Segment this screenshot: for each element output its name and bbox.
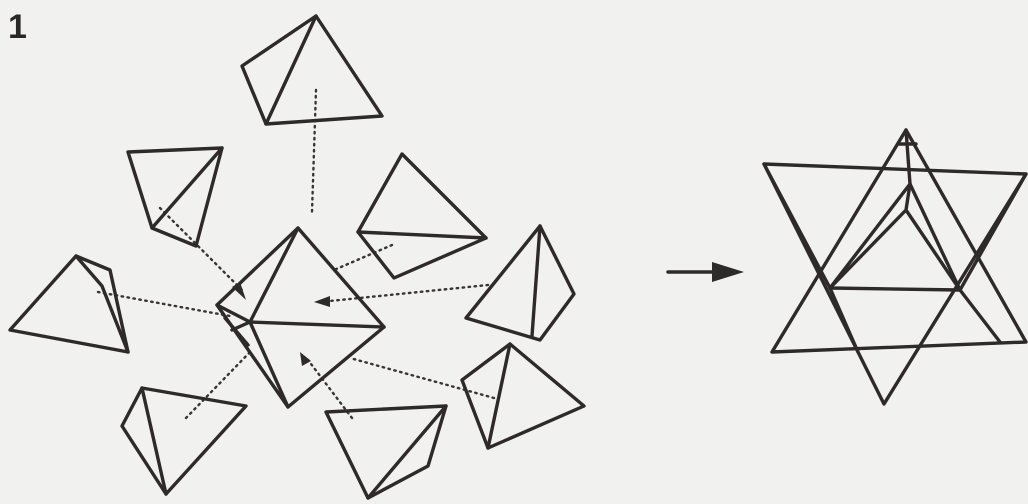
guide-lines xyxy=(98,90,494,418)
face-arrowhead-right xyxy=(314,296,330,307)
tetrahedron-upper-right xyxy=(358,154,486,278)
guide-line-bottom xyxy=(308,360,352,418)
tetrahedron-left xyxy=(10,256,128,352)
right-arrow-icon xyxy=(668,262,744,282)
tetrahedron-top xyxy=(242,16,382,124)
tetrahedron-lower-left xyxy=(122,388,246,494)
tetrahedron-upper-left xyxy=(128,148,222,246)
face-arrowhead-bottom xyxy=(300,352,311,366)
guide-line-lower-right xyxy=(350,358,494,398)
tetrahedron-bottom xyxy=(326,406,446,498)
tetrahedron-right xyxy=(466,226,574,340)
central-octahedron xyxy=(217,228,384,407)
guide-line-right xyxy=(320,285,488,302)
guide-line-top xyxy=(312,90,316,212)
stella-octangula xyxy=(764,130,1026,404)
tetrahedron-lower-right xyxy=(462,344,584,448)
